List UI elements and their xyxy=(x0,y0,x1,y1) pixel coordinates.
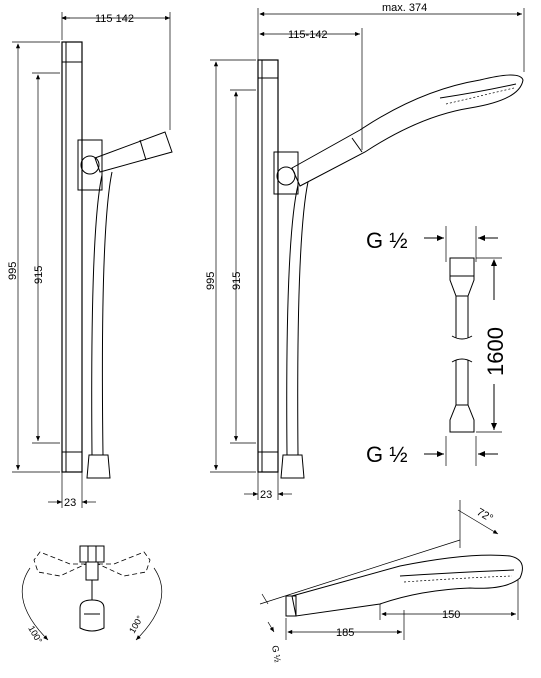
bracket-angle-left: 100° xyxy=(26,624,44,645)
right-995-label: 995 xyxy=(205,272,217,290)
right-holder xyxy=(273,151,299,195)
left-23-label: 23 xyxy=(64,497,76,509)
handshower-185-label: 185 xyxy=(336,627,354,639)
hose-length-label: 1600 xyxy=(483,327,508,376)
left-995-label: 995 xyxy=(7,262,19,280)
handshower-body xyxy=(291,554,523,617)
left-rail-bar xyxy=(61,41,83,473)
right-range-label: 115-142 xyxy=(288,29,328,41)
right-23-label: 23 xyxy=(260,489,272,501)
right-handshower xyxy=(291,74,524,187)
right-max-label: max. 374 xyxy=(382,2,427,14)
hose-thread-bottom: G ½ xyxy=(366,442,408,467)
handshower-thread-label: G ½ xyxy=(270,645,283,664)
left-holder xyxy=(77,131,173,191)
hose-view: G ½ 1600 G ½ xyxy=(366,226,508,467)
bracket-top-view: 100° 100° xyxy=(21,545,163,645)
right-rail-bar xyxy=(257,59,279,473)
right-rail-view: max. 374 115-142 995 xyxy=(205,2,525,501)
left-rail-view: 115 142 995 915 23 xyxy=(7,12,173,509)
handshower-side-view: 72° 150 185 G ½ xyxy=(259,500,523,664)
bracket-angle-right: 100° xyxy=(127,614,145,635)
left-top-dim-label: 115 142 xyxy=(95,13,134,25)
hose-thread-top: G ½ xyxy=(366,228,408,253)
left-915-label: 915 xyxy=(33,266,45,284)
right-915-label: 915 xyxy=(231,272,243,290)
handshower-150-label: 150 xyxy=(442,609,460,621)
